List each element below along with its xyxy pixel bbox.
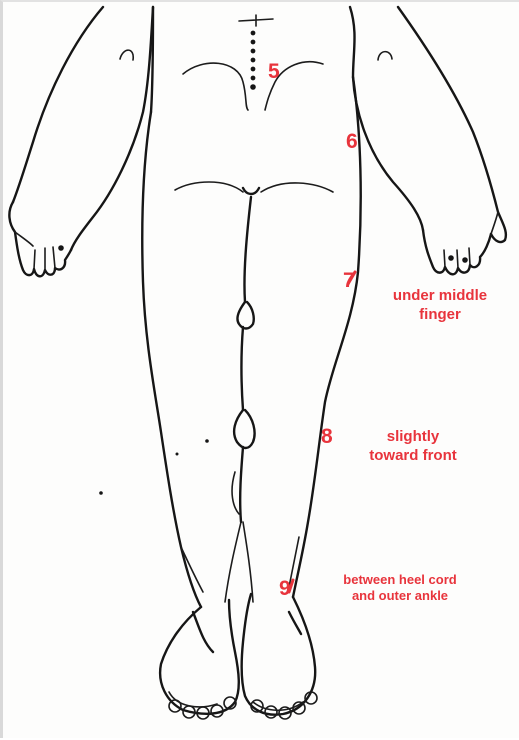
inner-leg-lines [225, 197, 255, 602]
right-leg [242, 77, 361, 719]
right-arm [350, 7, 506, 274]
point-8-number: 8 [321, 426, 333, 447]
point-6-number: 6 [346, 131, 358, 152]
torso [151, 7, 333, 194]
point-9-note: between heel cord and outer ankle [315, 572, 485, 605]
point-9-number: 9 [279, 578, 291, 599]
point-8-note: slightly toward front [343, 428, 483, 466]
point-5-number: 5 [268, 61, 280, 82]
point-8-note-line2: toward front [343, 447, 483, 466]
point-7-note-line2: finger [365, 306, 515, 325]
point-7-number: 7 [343, 270, 355, 291]
body-back-view-drawing [3, 2, 519, 740]
point-7-note: under middle finger [365, 287, 515, 325]
paper-specks [100, 440, 208, 494]
point-7-note-line1: under middle [365, 287, 515, 306]
left-leg [142, 112, 239, 719]
point-8-note-line1: slightly [343, 428, 483, 447]
point-9-note-line2: and outer ankle [315, 588, 485, 604]
left-arm [9, 7, 153, 276]
point-9-note-line1: between heel cord [315, 572, 485, 588]
